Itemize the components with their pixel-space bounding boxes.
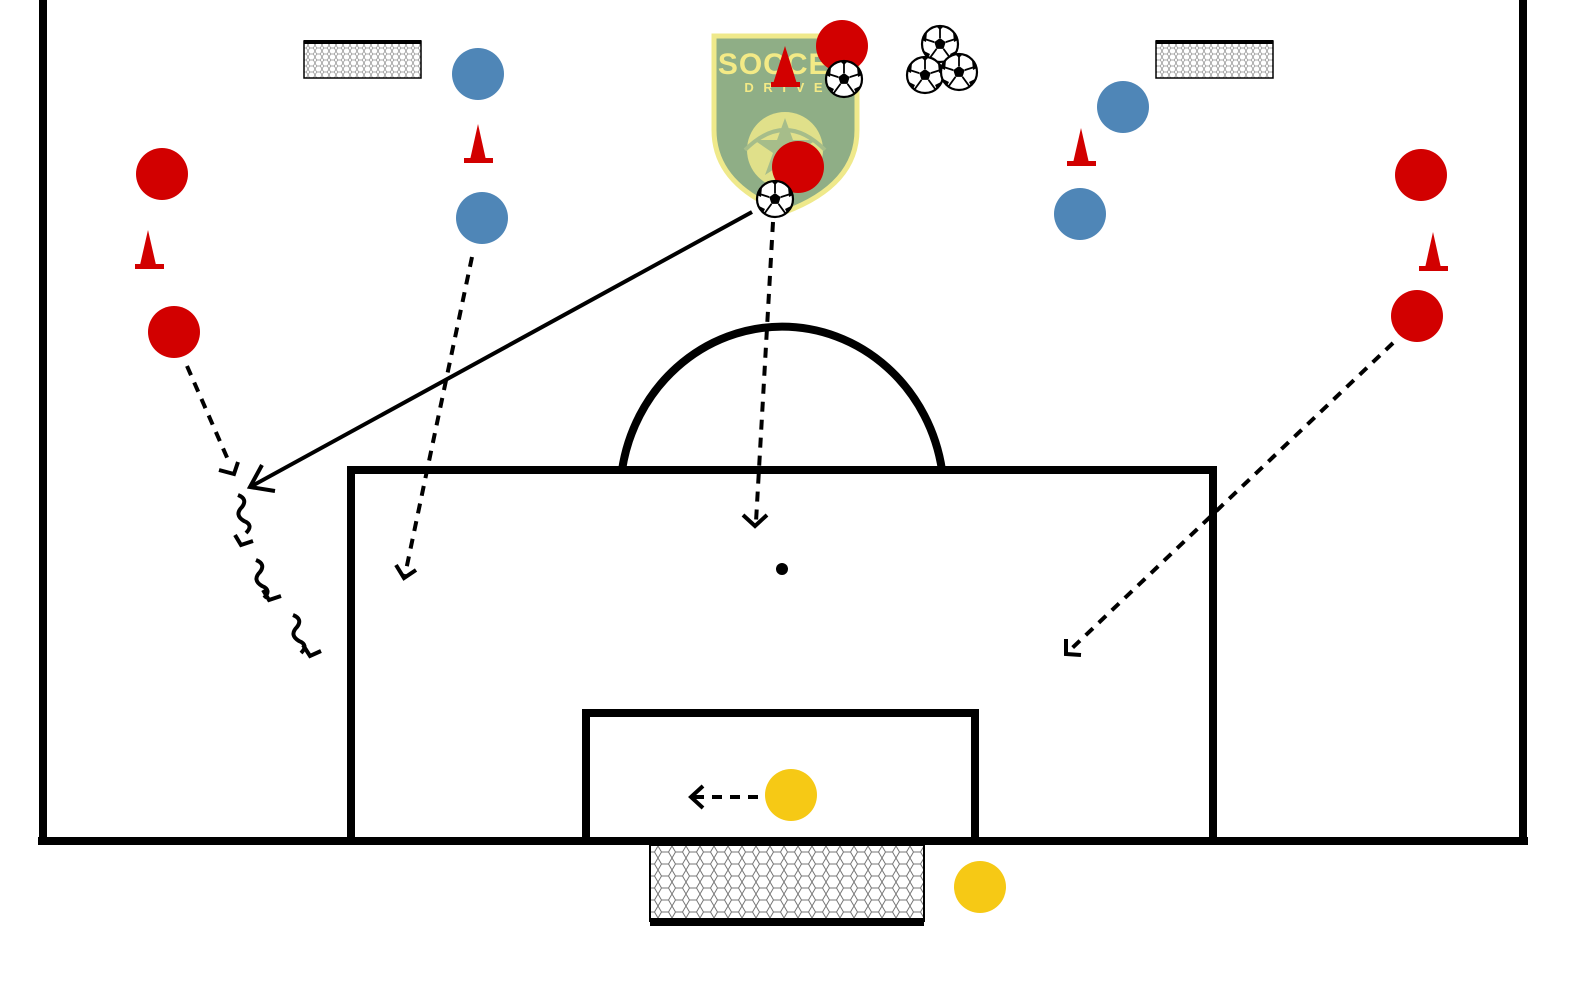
red-player-icon — [136, 148, 188, 200]
solid-pass-arrow — [251, 210, 753, 488]
main-goal — [649, 844, 925, 926]
red-player-icon — [1395, 149, 1447, 201]
dashed-run-arrow — [403, 256, 474, 576]
cone-base — [135, 264, 164, 269]
movement-arrows — [185, 210, 1395, 810]
soccer-ball-icon — [939, 52, 979, 92]
blue-player-icon — [1097, 81, 1149, 133]
goalkeepers — [765, 769, 1006, 913]
red-player-icon — [816, 20, 868, 72]
goal-net-icon — [649, 844, 925, 922]
red-player-icon — [148, 306, 200, 358]
cone-icon — [1425, 232, 1441, 268]
arrow-head — [688, 784, 705, 810]
cone-base — [1419, 266, 1448, 271]
blue-player-icon — [452, 48, 504, 100]
soccer-ball-icon — [755, 179, 795, 219]
goalkeeper-icon — [954, 861, 1006, 913]
dashed-run-arrow — [185, 365, 231, 463]
red-player-icon — [1391, 290, 1443, 342]
dashed-run-arrow — [754, 221, 775, 523]
dribble-squiggle-arrow — [236, 493, 307, 655]
arrow-head — [246, 464, 276, 493]
cone-base — [464, 158, 493, 163]
blue-player-icon — [456, 192, 508, 244]
cone-icon — [773, 46, 797, 84]
penalty-spot — [776, 563, 788, 575]
blue-team — [452, 48, 1149, 244]
cone-base — [1067, 161, 1096, 166]
goalkeeper-icon — [765, 769, 817, 821]
arrow-head — [261, 588, 282, 603]
goal-area — [582, 709, 979, 845]
cone-base — [771, 82, 800, 87]
cone-icon — [140, 230, 156, 265]
pitch-lines — [38, 0, 1528, 845]
soccer-ball-icon — [905, 55, 945, 95]
blue-player-icon — [1054, 188, 1106, 240]
soccer-ball-icon — [824, 59, 864, 99]
small-goal-right — [1155, 40, 1274, 79]
cone-icon — [470, 124, 486, 160]
goal-bar — [650, 918, 924, 926]
arrow-head — [394, 563, 418, 581]
red-team — [136, 20, 1447, 358]
arrow-head — [301, 643, 322, 659]
small-goal-left — [303, 40, 422, 79]
arrow-head — [741, 513, 769, 529]
arrow-head — [233, 533, 254, 548]
goal-net-icon — [303, 40, 422, 79]
red-player-icon — [772, 141, 824, 193]
penalty-arc — [618, 322, 946, 471]
goal-net-icon — [1155, 40, 1274, 79]
cone-icon — [1073, 128, 1089, 163]
dashed-run-arrow — [1066, 341, 1395, 654]
logo-subword: D R I V E — [744, 80, 825, 95]
cones — [135, 46, 1448, 271]
arrow-head — [1064, 639, 1082, 657]
arrow-head — [218, 461, 240, 477]
